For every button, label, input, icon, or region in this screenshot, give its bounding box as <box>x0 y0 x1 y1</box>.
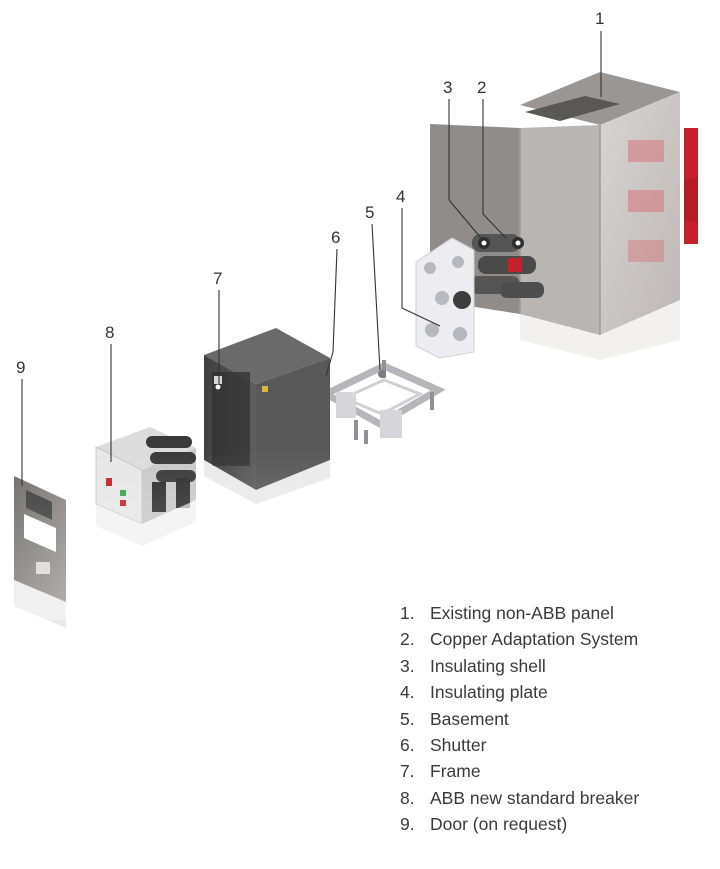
legend-item: 7. Frame <box>400 758 639 784</box>
legend-text: Copper Adaptation System <box>430 629 639 650</box>
legend-number: 2. <box>400 629 415 650</box>
legend-text: Shutter <box>430 735 487 756</box>
legend-number: 7. <box>400 761 415 782</box>
legend-text: Insulating plate <box>430 682 548 703</box>
legend-text: Insulating shell <box>430 655 546 676</box>
legend-number: 9. <box>400 814 415 835</box>
callout-4: 4 <box>396 187 406 206</box>
component-legend: 1. Existing non-ABB panel 2. Copper Adapta… <box>400 600 639 838</box>
leader-lines <box>21 31 602 486</box>
legend-item: 1. Existing non-ABB panel <box>400 600 639 626</box>
legend-number: 8. <box>400 787 415 808</box>
callout-8: 8 <box>105 323 115 342</box>
legend-item: 4. Insulating plate <box>400 679 639 705</box>
insulating-plate-illustration <box>415 237 475 359</box>
legend-number: 1. <box>400 603 415 623</box>
legend-text: Existing non-ABB panel <box>430 603 614 623</box>
legend-number: 6. <box>400 735 415 756</box>
legend-item: 2. Copper Adaptation System <box>400 626 639 652</box>
legend-text: Door (on request) <box>430 814 568 835</box>
legend-item: 5. Basement <box>400 706 639 732</box>
legend-text: ABB new standard breaker <box>430 787 640 808</box>
legend-number: 4. <box>400 682 415 703</box>
callout-7: 7 <box>213 269 223 288</box>
legend-item: 9. Door (on request) <box>400 811 639 837</box>
legend-item: 8. ABB new standard breaker <box>400 785 639 811</box>
basement-illustration <box>318 360 446 444</box>
legend-item: 3. Insulating shell <box>400 653 639 679</box>
callout-5: 5 <box>365 203 375 222</box>
callout-9: 9 <box>16 358 26 377</box>
callout-1: 1 <box>595 9 605 28</box>
legend-text: Basement <box>430 708 509 729</box>
legend-item: 6. Shutter <box>400 732 639 758</box>
legend-number: 5. <box>400 708 415 729</box>
callout-2: 2 <box>477 78 487 97</box>
callout-3: 3 <box>443 78 453 97</box>
callout-6: 6 <box>331 228 341 247</box>
legend-number: 3. <box>400 655 415 676</box>
legend-text: Frame <box>430 761 481 782</box>
copper-adaptation-system-illustration <box>470 234 544 298</box>
